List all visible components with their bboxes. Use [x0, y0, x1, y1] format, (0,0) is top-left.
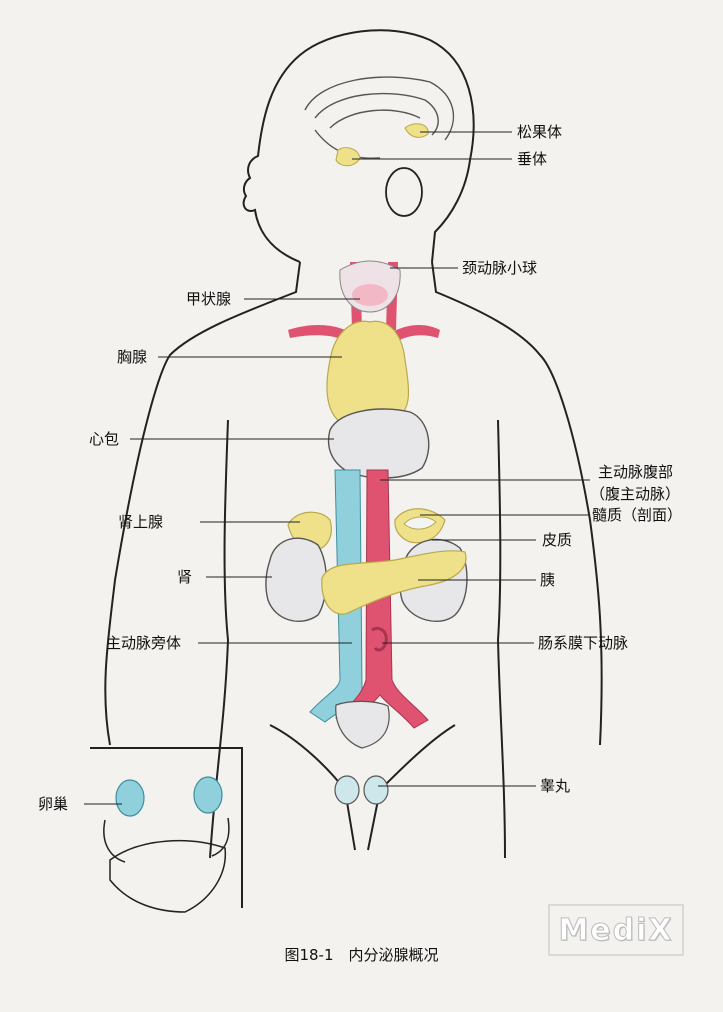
- pineal-body: [404, 123, 429, 138]
- label-thymus: 胸腺: [117, 348, 148, 366]
- brain-sketch: [304, 76, 455, 159]
- pituitary-gland: [335, 147, 361, 167]
- label-paraaortic-body: 主动脉旁体: [106, 634, 182, 652]
- leader-lines: [84, 131, 590, 805]
- pelvis: [335, 700, 390, 749]
- fallopian-tube-left: [103, 819, 126, 863]
- figure-caption: 图18-1 内分泌腺概况: [284, 946, 439, 964]
- label-kidney: 肾: [177, 568, 193, 586]
- pancreas: [321, 550, 467, 615]
- label-ovary: 卵巢: [38, 795, 69, 813]
- label-cortex: 皮质: [542, 531, 573, 549]
- label-carotid-body: 颈动脉小球: [462, 259, 538, 277]
- label-pancreas: 胰: [540, 571, 556, 589]
- ear: [385, 167, 423, 217]
- ovary-right: [193, 776, 223, 814]
- thymus-gland: [326, 320, 410, 427]
- label-pineal: 松果体: [517, 123, 563, 141]
- uterus-sketch: [109, 839, 227, 913]
- body-outline: [104, 29, 603, 859]
- fallopian-tube-right: [211, 817, 230, 857]
- label-aorta-abdominal-alt: （腹主动脉）: [590, 485, 681, 503]
- label-mesenteric-artery: 肠系膜下动脉: [538, 634, 629, 652]
- label-aorta-abdominal: 主动脉腹部: [598, 463, 674, 481]
- watermark-logo: MediX: [548, 904, 684, 956]
- ovary-left: [115, 779, 145, 817]
- aortic-arch: [288, 325, 440, 350]
- thyroid-inner: [352, 284, 388, 306]
- label-thyroid: 甲状腺: [186, 290, 232, 308]
- label-pituitary: 垂体: [517, 150, 548, 168]
- testis-left: [334, 775, 360, 805]
- inset-frame: [90, 747, 243, 908]
- adrenal-medulla: [403, 516, 437, 530]
- mesenteric-artery: [371, 626, 388, 652]
- watermark-text: MediX: [558, 912, 674, 948]
- testis-right: [363, 775, 389, 805]
- label-pericardium: 心包: [89, 430, 120, 448]
- kidney-left: [265, 537, 327, 623]
- label-adrenal: 肾上腺: [118, 513, 164, 531]
- pericardium: [327, 408, 430, 479]
- label-medulla: 髓质（剖面）: [592, 506, 683, 524]
- label-testis: 睾丸: [540, 777, 571, 795]
